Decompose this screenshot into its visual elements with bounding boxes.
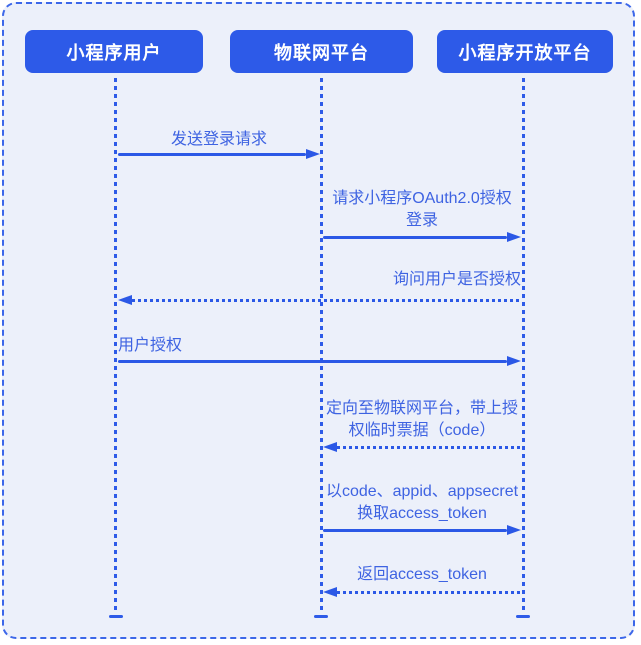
message-4-label: 用户授权 (118, 335, 418, 357)
message-6-arrowhead-icon (507, 525, 521, 535)
message-4-arrow (118, 360, 507, 363)
message-2-text-line2: 登录 (405, 212, 438, 229)
message-5-label: 定向至物联网平台，带上授 权临时票据（code） (321, 398, 523, 442)
message-2-arrow (323, 236, 507, 239)
actor-label-user: 小程序用户 (66, 42, 162, 63)
message-3-label: 询问用户是否授权 (321, 269, 521, 291)
message-7-label: 返回access_token (321, 564, 523, 586)
lifeline-iot-platform (320, 78, 323, 612)
message-5-arrow (337, 446, 521, 449)
message-1-arrowhead-icon (306, 149, 320, 159)
message-6-arrow (323, 529, 507, 532)
message-4-text: 用户授权 (118, 337, 183, 354)
actor-box-open-platform: 小程序开放平台 (437, 30, 613, 73)
message-6-text-line1: 以code、appid、appsecret (325, 483, 519, 500)
message-7-arrowhead-icon (323, 587, 337, 597)
lifeline-end-open-platform (516, 615, 530, 618)
message-3-text: 询问用户是否授权 (392, 271, 521, 288)
actor-label-open-platform: 小程序开放平台 (458, 42, 592, 63)
message-2-label: 请求小程序OAuth2.0授权 登录 (321, 188, 523, 232)
message-7-text: 返回access_token (357, 566, 487, 583)
message-1-label: 发送登录请求 (116, 129, 322, 151)
message-6-label: 以code、appid、appsecret 换取access_token (318, 481, 526, 525)
actor-box-iot-platform: 物联网平台 (230, 30, 413, 73)
message-6-text-line2: 换取access_token (357, 505, 487, 522)
actor-box-user: 小程序用户 (25, 30, 203, 73)
message-1-text: 发送登录请求 (170, 131, 267, 148)
lifeline-open-platform (522, 78, 525, 612)
message-3-arrow (132, 299, 521, 302)
lifeline-end-user (109, 615, 123, 618)
message-5-arrowhead-icon (323, 442, 337, 452)
message-3-arrowhead-icon (118, 295, 132, 305)
message-5-text-line2: 权临时票据（code） (348, 422, 496, 439)
message-2-arrowhead-icon (507, 232, 521, 242)
message-5-text-line1: 定向至物联网平台，带上授 (325, 400, 518, 417)
message-2-text-line1: 请求小程序OAuth2.0授权 (332, 190, 512, 207)
message-1-arrow (118, 153, 306, 156)
message-7-arrow (337, 591, 521, 594)
actor-label-iot-platform: 物联网平台 (274, 42, 369, 63)
message-4-arrowhead-icon (507, 356, 521, 366)
diagram-frame (2, 2, 635, 639)
lifeline-end-iot-platform (314, 615, 328, 618)
lifeline-user (114, 78, 117, 612)
